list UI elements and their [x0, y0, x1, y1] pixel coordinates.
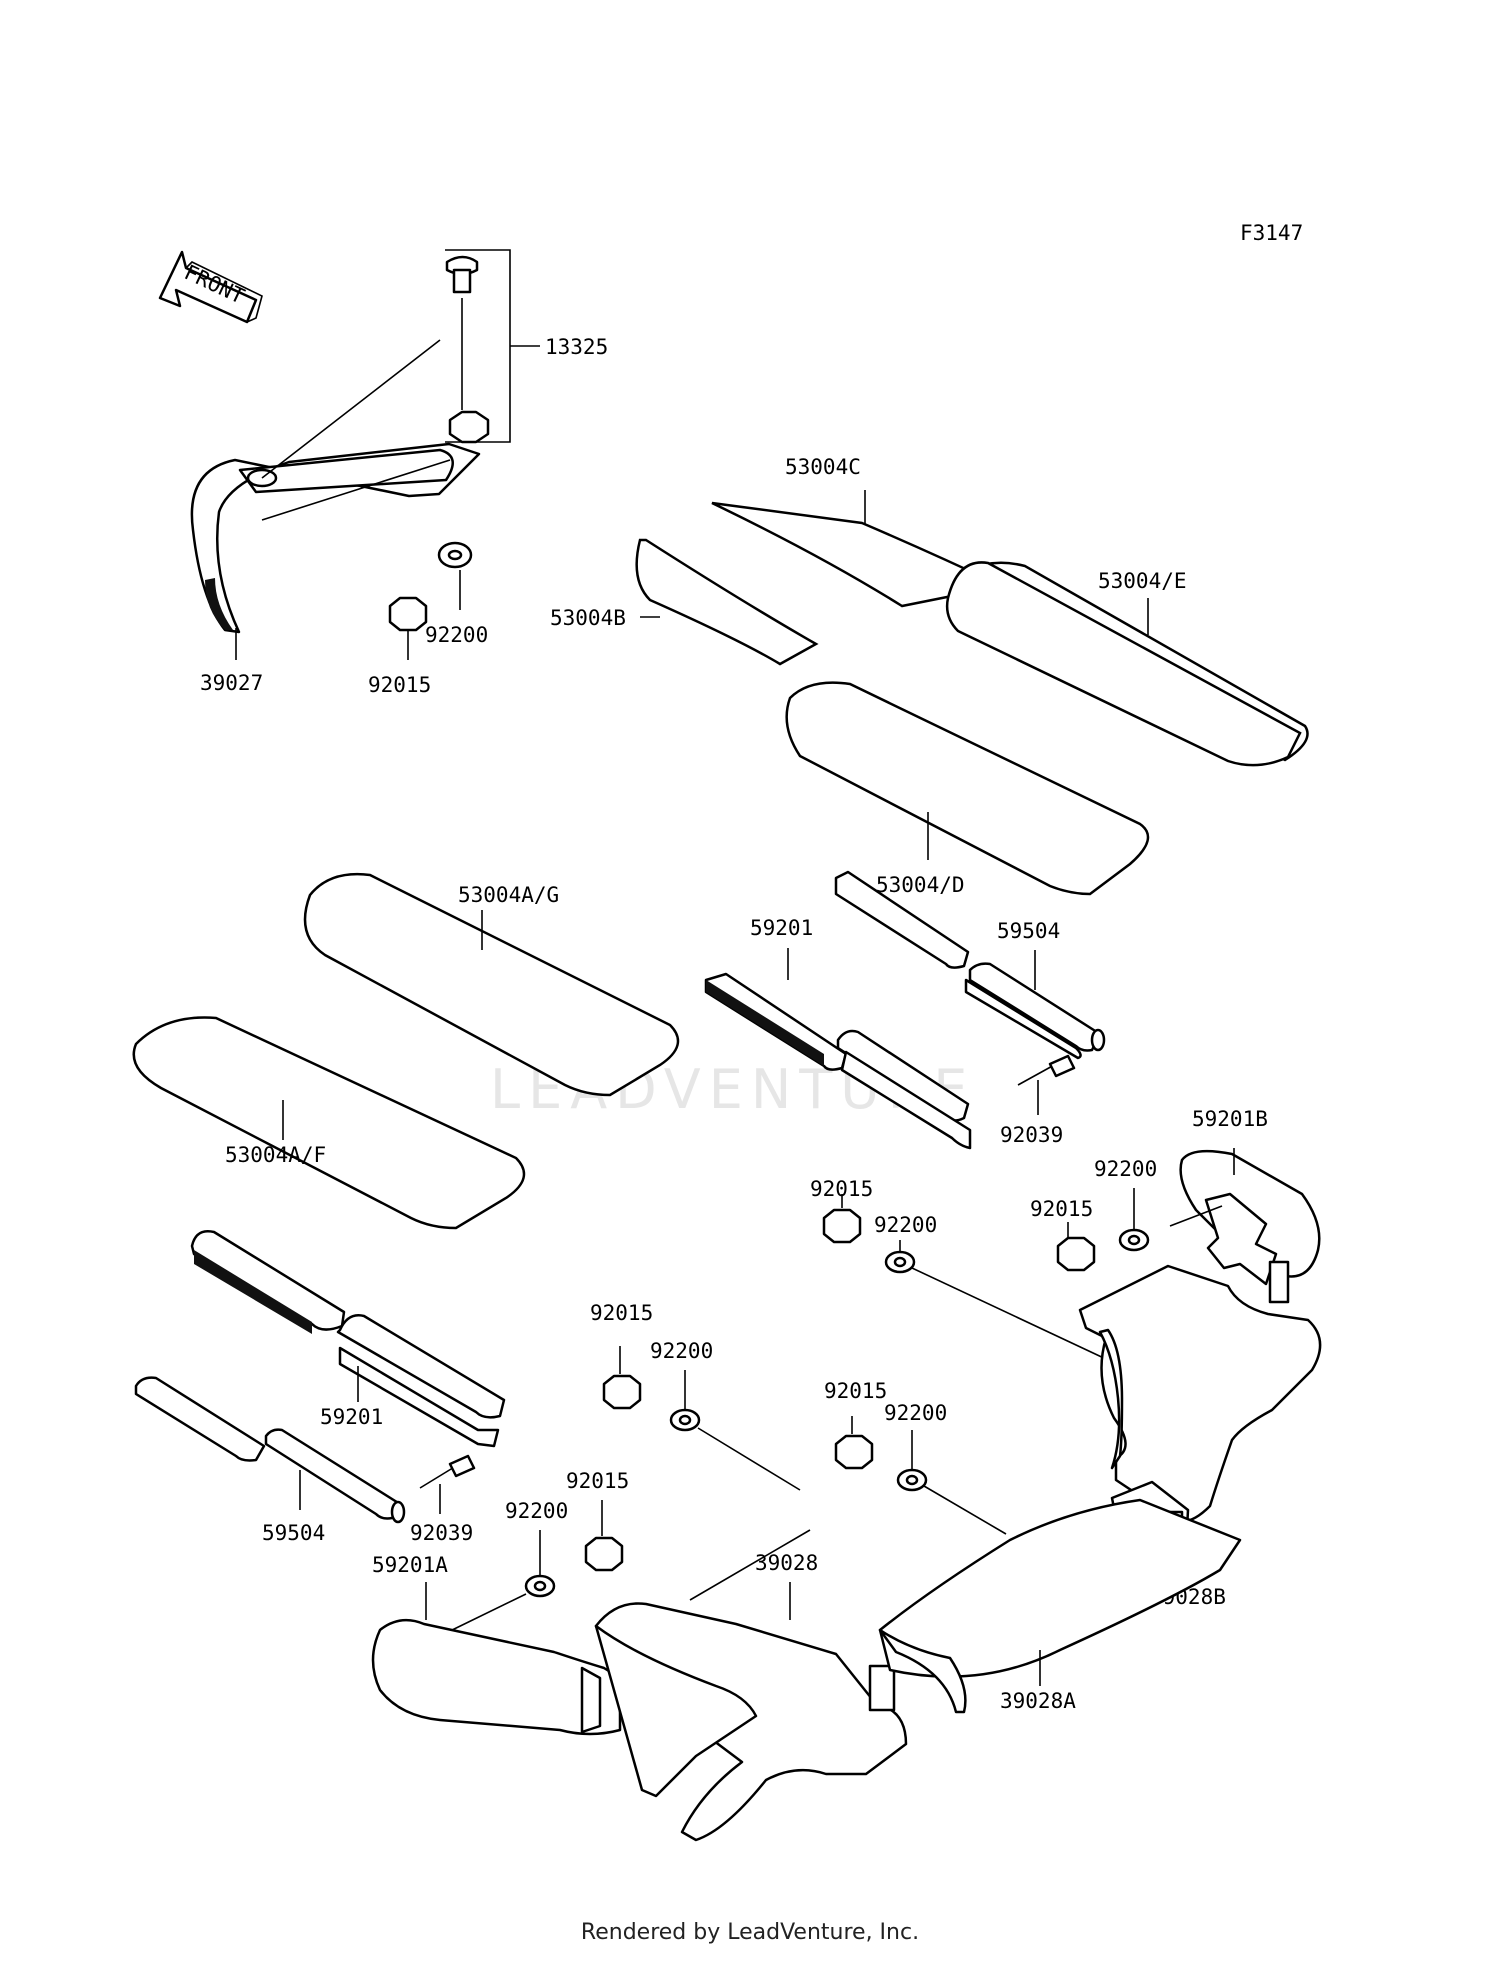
label-92200-e: 92200	[884, 1401, 947, 1425]
part-59201-rail-a	[704, 870, 972, 1150]
label-39028a: 39028A	[1000, 1689, 1076, 1713]
label-59201a: 59201A	[372, 1553, 448, 1577]
part-59504-trim-a	[964, 962, 1106, 1060]
footer-credit: Rendered by LeadVenture, Inc.	[580, 1920, 920, 1945]
front-arrow-icon: FRONT	[158, 250, 263, 324]
label-53004d: 53004/D	[876, 873, 965, 897]
part-92015-nut-b	[1056, 1222, 1096, 1272]
part-53004af-pad	[132, 1016, 526, 1230]
part-92200-washer-b	[1118, 1188, 1150, 1252]
part-53004d-pad	[785, 681, 1150, 896]
part-92200-washer-c	[884, 1240, 1109, 1361]
part-59201a-cap	[371, 1618, 622, 1736]
part-59201b-cap	[1169, 1149, 1321, 1304]
part-39028-step	[594, 1529, 908, 1842]
label-53004e: 53004/E	[1098, 569, 1187, 593]
part-53004b-pad	[635, 538, 819, 666]
label-92015-d: 92015	[590, 1301, 653, 1325]
label-53004b: 53004B	[550, 606, 626, 630]
label-92200-a: 92200	[425, 623, 488, 647]
label-39027: 39027	[200, 671, 263, 695]
label-92200-d: 92200	[650, 1339, 713, 1363]
part-13325-bolt-kit	[445, 249, 540, 444]
label-92015-f: 92015	[566, 1469, 629, 1493]
part-92200-washer-d	[669, 1370, 801, 1491]
label-92039-a: 92039	[1000, 1123, 1063, 1147]
part-59201-rail-b	[190, 1230, 506, 1448]
part-39028a-step	[878, 1498, 1242, 1714]
label-92015-a: 92015	[368, 673, 431, 697]
label-92015-e: 92015	[824, 1379, 887, 1403]
part-92039-rivet-a	[1017, 1054, 1076, 1115]
part-53004e-pad	[945, 561, 1309, 767]
label-53004ag: 53004A/G	[458, 883, 559, 907]
label-59201-b: 59201	[320, 1405, 383, 1429]
label-59504-a: 59504	[997, 919, 1060, 943]
part-92015-nut-d	[602, 1346, 642, 1410]
part-92015-nut-a	[388, 596, 428, 660]
part-92200-washer-a	[437, 541, 473, 610]
part-92200-washer-e	[896, 1430, 1007, 1535]
label-92200-f: 92200	[505, 1499, 568, 1523]
part-92015-nut-c	[822, 1194, 862, 1244]
label-39028: 39028	[755, 1551, 818, 1575]
label-53004af: 53004A/F	[225, 1143, 326, 1167]
label-13325: 13325	[545, 335, 608, 359]
part-92015-nut-f	[584, 1500, 624, 1572]
label-92200-c: 92200	[874, 1213, 937, 1237]
label-92015-b: 92015	[1030, 1197, 1093, 1221]
label-53004c: 53004C	[785, 455, 861, 479]
part-92200-washer-f	[447, 1530, 556, 1633]
part-53004c-pad	[711, 501, 1006, 608]
part-53004ag-pad	[303, 873, 680, 1097]
label-92015-c: 92015	[810, 1177, 873, 1201]
label-59201-a: 59201	[750, 916, 813, 940]
label-92200-b: 92200	[1094, 1157, 1157, 1181]
part-39027-bumper	[190, 339, 481, 634]
label-59201b: 59201B	[1192, 1107, 1268, 1131]
label-59504-b: 59504	[262, 1521, 325, 1545]
part-92015-nut-e	[834, 1416, 874, 1470]
part-92039-rivet-b	[419, 1454, 476, 1514]
diagram-code: F3147	[1240, 221, 1303, 245]
label-92039-b: 92039	[410, 1521, 473, 1545]
part-59504-trim-b	[134, 1376, 406, 1524]
